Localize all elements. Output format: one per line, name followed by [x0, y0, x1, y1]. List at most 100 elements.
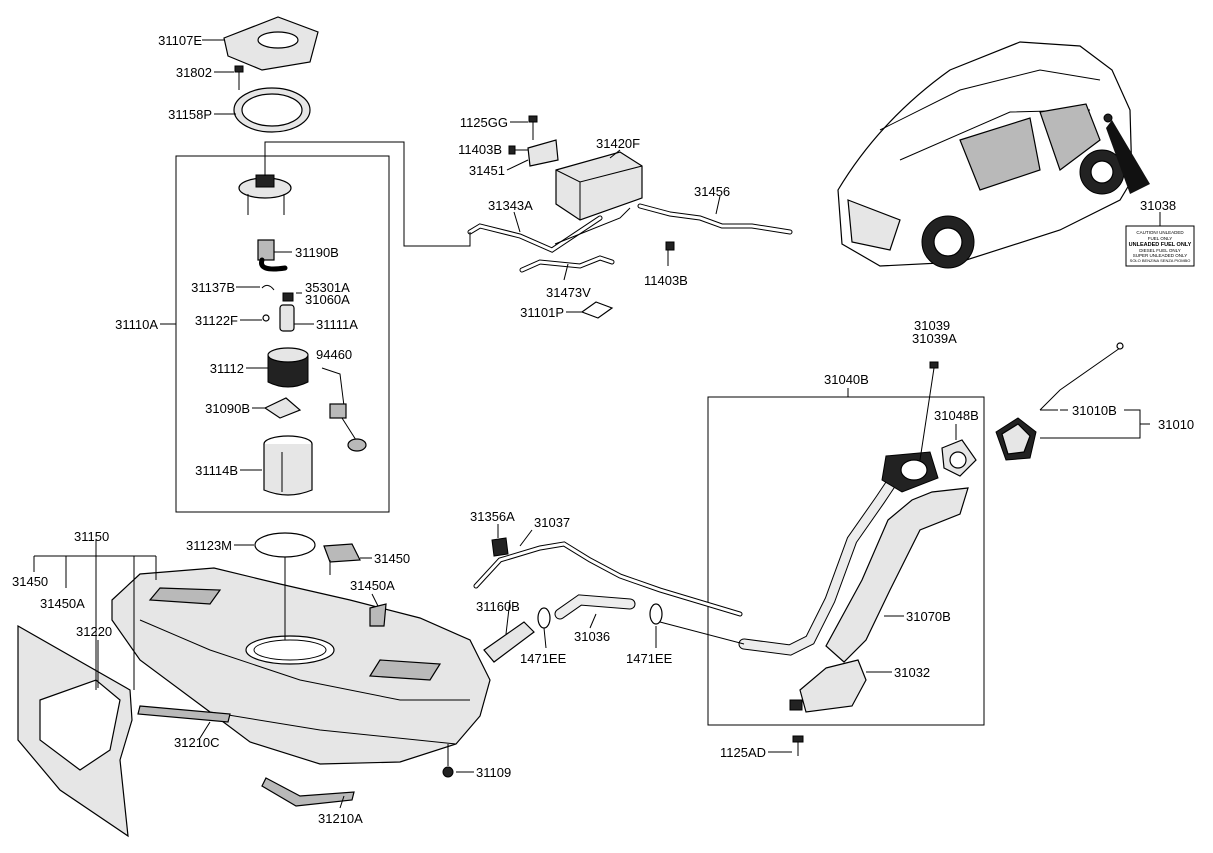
gasket-31048B[interactable]: [941, 439, 977, 477]
label-11403B-top[interactable]: 11403B: [458, 142, 502, 157]
label-31150[interactable]: 31150: [74, 529, 109, 544]
bolt-11403B-top[interactable]: [508, 145, 528, 155]
label-31451[interactable]: 31451: [469, 163, 505, 178]
hose-clamp-1471EE-b[interactable]: [649, 603, 663, 625]
oring-31123M[interactable]: [254, 532, 316, 558]
pump-module-box-31110A: [175, 155, 390, 513]
tank-strap-31210C[interactable]: [137, 705, 231, 723]
canister-bracket-31451[interactable]: [527, 139, 559, 167]
label-31038[interactable]: 31038: [1140, 198, 1176, 213]
label-31037[interactable]: 31037: [534, 515, 570, 530]
pump-housing-31114B[interactable]: [263, 435, 313, 496]
pump-reservoir-31112[interactable]: [267, 347, 309, 388]
tank-bracket-31450A[interactable]: [369, 603, 387, 627]
connector-hose-to-neck: [659, 621, 745, 645]
label-31450-right[interactable]: 31450: [374, 551, 410, 566]
label-31456[interactable]: 31456: [694, 184, 730, 199]
hose-clamp-1471EE-a[interactable]: [537, 607, 551, 629]
bolt-1125AD[interactable]: [792, 735, 804, 756]
filler-hose-31160B[interactable]: [483, 621, 535, 663]
label-31160B[interactable]: 31160B: [476, 599, 520, 614]
fuel-label-line-4: DIESEL FUEL ONLY: [1139, 248, 1181, 253]
label-31220[interactable]: 31220: [76, 624, 112, 639]
label-31060A[interactable]: 31060A: [305, 292, 350, 307]
label-31040B[interactable]: 31040B: [824, 372, 869, 387]
pump-flange[interactable]: [238, 174, 292, 215]
label-31343A[interactable]: 31343A: [488, 198, 533, 213]
pump-filter-31190B[interactable]: [257, 239, 288, 272]
label-31450A-mid[interactable]: 31450A: [350, 578, 395, 593]
label-1125GG[interactable]: 1125GG: [460, 115, 508, 130]
label-94460[interactable]: 94460: [316, 347, 352, 362]
label-31039[interactable]: 31039: [914, 318, 950, 333]
bolt-31039[interactable]: [929, 361, 939, 369]
fuel-label-31038[interactable]: CAUTION! UNLEADED FUEL ONLY UNLEADED FUE…: [1125, 225, 1195, 267]
label-31010[interactable]: 31010: [1158, 417, 1194, 432]
label-31158P[interactable]: 31158P: [168, 107, 212, 122]
label-31210C[interactable]: 31210C: [174, 735, 220, 750]
label-35301A[interactable]: 35301A: [305, 280, 350, 295]
label-31210A[interactable]: 31210A: [318, 811, 363, 826]
fuel-label-line-1: CAUTION! UNLEADED: [1136, 230, 1184, 235]
heat-shield-31070B[interactable]: [825, 487, 969, 663]
label-31420F[interactable]: 31420F: [596, 136, 640, 151]
bolt-11403B-bottom[interactable]: [665, 241, 675, 251]
label-31137B[interactable]: 31137B: [191, 280, 235, 295]
fuel-pump-cover-31107E[interactable]: [223, 16, 319, 71]
label-31090B[interactable]: 31090B: [205, 401, 250, 416]
heat-protector-31220[interactable]: [17, 624, 133, 838]
canister-31420F[interactable]: [555, 151, 643, 221]
filler-hose-31036[interactable]: [554, 594, 636, 620]
label-31109[interactable]: 31109: [476, 765, 511, 780]
label-31450-left[interactable]: 31450: [12, 574, 48, 589]
filler-cap-31010B[interactable]: [995, 342, 1124, 461]
drain-plug-31109[interactable]: [442, 766, 454, 778]
tank-strap-31210A[interactable]: [261, 777, 355, 807]
label-31190B[interactable]: 31190B: [295, 245, 339, 260]
bracket-31032[interactable]: [789, 659, 867, 713]
fuel-label-line-6: SOLO BENZINA SENZA PIOMBO: [1130, 258, 1191, 263]
label-1471EE-b[interactable]: 1471EE: [626, 651, 673, 666]
label-31036[interactable]: 31036: [574, 629, 610, 644]
filter-31101P[interactable]: [580, 301, 614, 319]
label-31473V[interactable]: 31473V: [546, 285, 591, 300]
tank-bracket-31450[interactable]: [323, 543, 361, 563]
bolt-1125GG[interactable]: [528, 115, 538, 140]
fuel-label-line-3: UNLEADED FUEL ONLY: [1129, 242, 1192, 248]
vent-hose-31456[interactable]: [637, 203, 793, 235]
label-11403B-bottom[interactable]: 11403B: [644, 273, 688, 288]
label-1125AD[interactable]: 1125AD: [720, 745, 766, 760]
filler-neck-31040B[interactable]: [738, 451, 939, 656]
breather-pipe-31037[interactable]: [473, 541, 743, 617]
label-31110A[interactable]: 31110A: [115, 317, 158, 332]
label-1471EE-a[interactable]: 1471EE: [520, 651, 567, 666]
label-31070B[interactable]: 31070B: [906, 609, 951, 624]
clip-31356A[interactable]: [491, 537, 509, 557]
label-31032[interactable]: 31032: [894, 665, 930, 680]
label-31101P[interactable]: 31101P: [520, 305, 564, 320]
label-31111A[interactable]: 31111A: [316, 317, 358, 332]
bolt-31802[interactable]: [234, 65, 244, 90]
label-31039A[interactable]: 31039A: [912, 331, 957, 346]
pump-bracket-31090B[interactable]: [263, 397, 302, 419]
label-31356A[interactable]: 31356A: [470, 509, 515, 524]
label-31010B[interactable]: 31010B: [1072, 403, 1117, 418]
car-illustration: [837, 41, 1150, 269]
pump-small-parts[interactable]: [261, 284, 295, 332]
fuel-sender-94460[interactable]: [321, 367, 367, 452]
label-31123M[interactable]: 31123M: [186, 538, 232, 553]
connector-line-pump-to-vapor: [264, 141, 471, 247]
label-31048B[interactable]: 31048B: [934, 408, 979, 423]
label-31114B[interactable]: 31114B: [195, 463, 238, 478]
label-31112[interactable]: 31112: [210, 361, 244, 376]
label-31802[interactable]: 31802: [176, 65, 212, 80]
label-31107E[interactable]: 31107E: [158, 33, 202, 48]
fuel-tank-31150[interactable]: [111, 567, 491, 765]
label-31122F[interactable]: 31122F: [195, 313, 238, 328]
gasket-31158P[interactable]: [233, 87, 311, 133]
label-31450A-left[interactable]: 31450A: [40, 596, 85, 611]
vapor-line-31473V[interactable]: [519, 207, 631, 273]
fuel-label-line-5: SUPER UNLEADED ONLY: [1133, 253, 1187, 258]
